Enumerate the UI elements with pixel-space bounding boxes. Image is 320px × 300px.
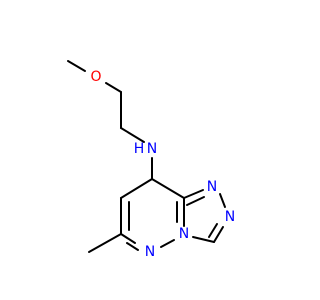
- atom-pyridazine-nitrogen: N: [145, 244, 155, 260]
- atoms: O N H N N N N: [90, 69, 235, 260]
- bond-c6-n2-double: [126, 242, 139, 251]
- bond-methyl: [88, 233, 122, 253]
- atom-triazole-n-top: N: [207, 179, 217, 195]
- bond-c7-c8: [120, 178, 153, 199]
- molecule-diagram: O N H N N N N: [67, 60, 235, 260]
- bond-n1-n2: [160, 239, 175, 248]
- bond-c8-c8a: [151, 178, 185, 199]
- bond-nh-ch2: [120, 127, 145, 143]
- atom-amine-hydrogen: H: [134, 141, 145, 157]
- atom-triazole-n-right: N: [225, 209, 235, 225]
- bond-ch2-o: [105, 82, 122, 93]
- bond-ntop-nright: [219, 193, 226, 208]
- atom-amine-nitrogen: N: [147, 141, 157, 157]
- bond-c8a-n-top-double: [186, 196, 205, 206]
- bond-nright-c3: [213, 226, 224, 243]
- atom-bridge-nitrogen: N: [179, 226, 189, 242]
- bond-c3-n4: [192, 236, 215, 243]
- bond-c6-n2: [120, 233, 136, 244]
- bond-c8a-n-top: [183, 189, 204, 199]
- bonds: [67, 60, 226, 253]
- bond-o-ch3: [67, 60, 86, 72]
- atom-oxygen: O: [90, 69, 101, 85]
- molecule-svg: O N H N N N N: [67, 60, 235, 260]
- bond-nright-c3-double: [208, 223, 218, 238]
